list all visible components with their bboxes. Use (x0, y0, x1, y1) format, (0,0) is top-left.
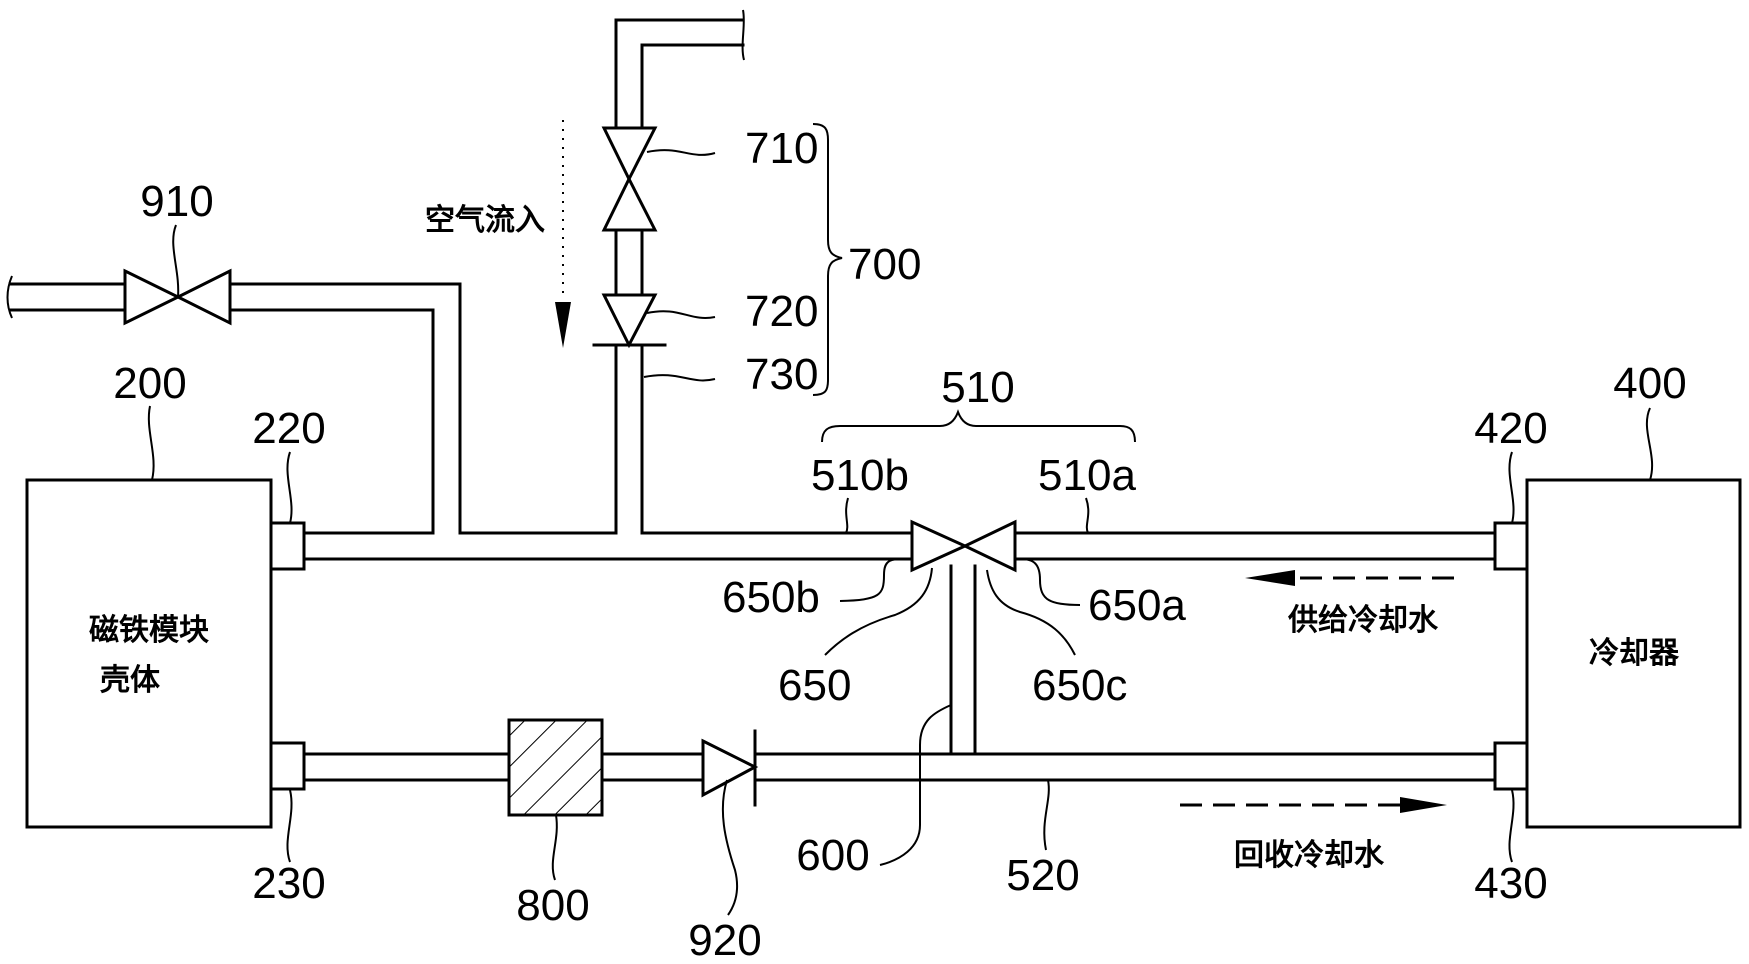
ref-200: 200 (113, 359, 186, 408)
check-valve-720 (601, 293, 658, 349)
chiller-label: 冷却器 (1589, 636, 1680, 671)
leader-520 (1043, 779, 1050, 851)
leader-510b (845, 497, 849, 534)
leader-800 (551, 814, 558, 881)
ref-230: 230 (252, 859, 325, 908)
leader-650c (986, 569, 1076, 656)
leader-650b (839, 557, 911, 602)
ref-910: 910 (140, 177, 213, 226)
ref-510: 510 (941, 363, 1014, 412)
leader-430 (1508, 789, 1515, 863)
ref-600: 600 (796, 831, 869, 880)
leader-730 (643, 374, 716, 382)
leader-200 (147, 405, 155, 481)
bypass-pipe-600 (949, 564, 977, 756)
leader-230 (286, 789, 293, 863)
chiller: 冷却器 (1525, 478, 1742, 829)
leader-650 (824, 567, 933, 656)
ref-510b: 510b (811, 451, 909, 500)
supply-direction-arrow (1245, 570, 1465, 586)
leader-420 (1508, 451, 1515, 524)
ref-400: 400 (1613, 359, 1686, 408)
brace-510 (821, 409, 1136, 443)
ref-510a: 510a (1038, 451, 1136, 500)
return-pipe-520 (302, 752, 1497, 782)
brace-700 (812, 123, 843, 396)
connector-430 (1493, 741, 1529, 791)
gate-valve-910 (123, 268, 232, 326)
check-valve-920 (701, 729, 759, 807)
filter-800 (507, 718, 604, 817)
ref-420: 420 (1474, 404, 1547, 453)
return-coolant-label: 回收冷却水 (1234, 838, 1385, 873)
air-inflow-arrow (555, 120, 571, 348)
three-way-valve-650 (910, 519, 1017, 573)
supply-pipe-510 (302, 531, 1497, 561)
leader-220 (286, 451, 293, 524)
connector-420 (1493, 521, 1529, 571)
ref-800: 800 (516, 881, 589, 930)
leader-920 (721, 779, 738, 916)
magnet-module-housing: 磁铁模块 壳体 (25, 478, 273, 829)
drain-branch-910 (6, 275, 462, 535)
ref-650: 650 (778, 661, 851, 710)
ref-520: 520 (1006, 851, 1079, 900)
air-inflow-label: 空气流入 (425, 203, 545, 238)
housing-label-line1: 磁铁模块 (89, 613, 209, 648)
connector-220 (269, 521, 306, 571)
ref-650a: 650a (1088, 581, 1186, 630)
leader-400 (1645, 407, 1654, 481)
leader-650a (1016, 557, 1081, 606)
return-direction-arrow (1180, 797, 1447, 813)
leader-710 (646, 149, 716, 156)
ref-700: 700 (848, 240, 921, 289)
housing-label-line2: 壳体 (100, 663, 161, 698)
ref-720: 720 (745, 287, 818, 336)
gate-valve-710 (601, 126, 658, 232)
ref-220: 220 (252, 404, 325, 453)
supply-coolant-label: 供给冷却水 (1287, 603, 1439, 638)
leader-720 (646, 310, 716, 319)
leader-910 (172, 224, 180, 298)
ref-730: 730 (745, 350, 818, 399)
air-intake-pipe (614, 9, 745, 535)
ref-710: 710 (745, 124, 818, 173)
ref-430: 430 (1474, 859, 1547, 908)
connector-230 (269, 741, 306, 791)
leader-510a (1085, 497, 1090, 534)
ref-650b: 650b (722, 573, 820, 622)
leader-600 (879, 704, 952, 866)
ref-650c: 650c (1032, 661, 1127, 710)
ref-920: 920 (688, 916, 761, 964)
